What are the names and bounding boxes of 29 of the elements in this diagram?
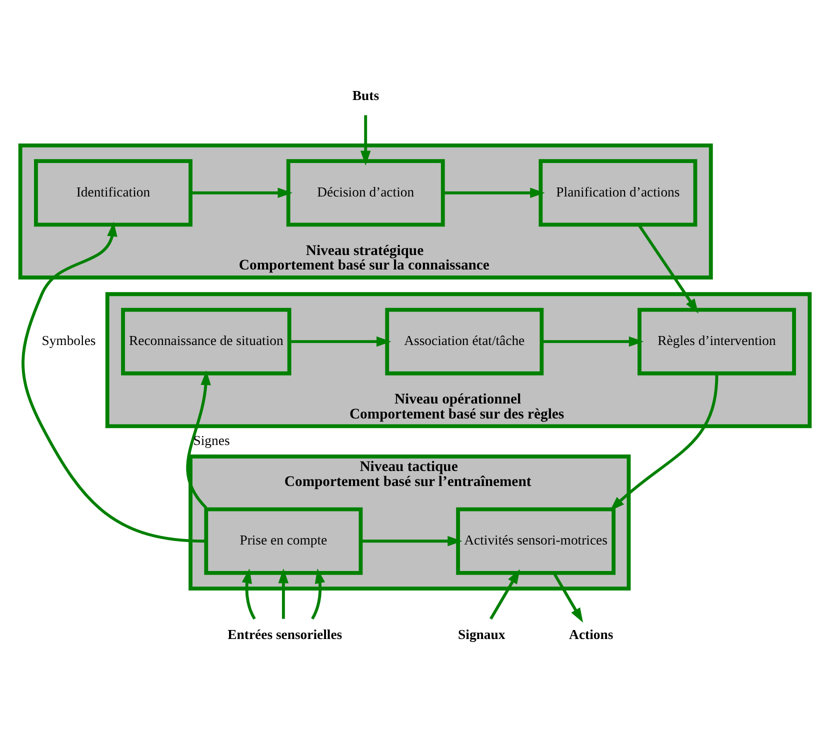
arrow [190,188,292,198]
edge-label: Signes [193,432,230,448]
node-text: Entrées sensorielles [228,627,342,642]
arrow [490,569,520,620]
node-text: Buts [352,88,380,104]
arrow [638,224,698,314]
node-text: Signaux [458,627,506,642]
node-box: Reconnaissance de situation [121,308,292,376]
node-box: Planification d’actions [538,159,698,227]
node-box: Association état/tâche [385,308,544,376]
arrow [278,568,289,619]
node-text: Actions [569,627,614,642]
arrow [442,188,545,198]
node-box: Décision d’action [286,159,445,227]
arrow [360,536,462,546]
edge-label: Symboles [42,333,96,348]
arrow [22,222,206,543]
node-box: Identification [34,159,192,227]
arrow [552,572,584,623]
arrow [360,115,371,166]
arrow [311,568,326,620]
arrow [542,336,644,347]
arrow [289,336,392,347]
arrow [186,370,211,509]
node-box: Prise en compte [204,507,363,575]
node-box: Règles d’intervention [638,308,796,376]
arrow [610,374,718,511]
node-box: Activités sensori-motrices [456,507,616,575]
arrow [242,568,256,620]
